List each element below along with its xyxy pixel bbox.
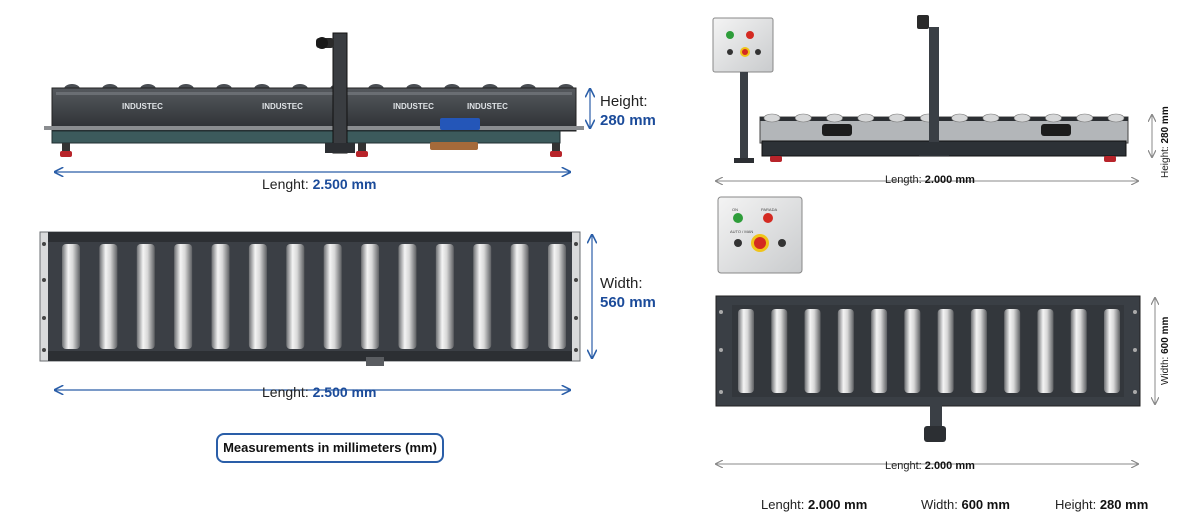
footer-width-title: Width:: [921, 497, 958, 512]
roller: [473, 244, 492, 349]
roller: [738, 309, 754, 393]
roller-top: [1013, 113, 1031, 123]
footer-width: Width: 600 mm: [921, 497, 1010, 512]
right-side-length-label: Length: 2.000 mm: [885, 174, 975, 186]
roller-top: [982, 113, 1000, 123]
base-rail: [51, 130, 561, 144]
roller: [248, 244, 267, 349]
roller-top: [1107, 113, 1125, 123]
roller-top: [1076, 113, 1094, 123]
left-side-length-label: Lenght: 2.500 mm: [262, 176, 376, 192]
right-height-label: Height: 280 mm: [1160, 106, 1171, 178]
left-width-title: Width:: [600, 275, 643, 292]
right-side-length-title: Length:: [885, 174, 922, 186]
footer-length-value: 2.000 mm: [808, 497, 868, 512]
roller: [771, 309, 788, 393]
roller: [435, 244, 454, 349]
roller-top: [1045, 113, 1062, 123]
footer-height-value: 280 mm: [1099, 497, 1149, 512]
left-width-label: Width: 560 mm: [600, 274, 656, 312]
roller-top: [794, 113, 812, 123]
left-side-length-value: 2.500 mm: [312, 176, 377, 192]
roller: [211, 244, 230, 349]
brand-label-1: INDUSTEC: [122, 102, 163, 111]
right-side-view: [759, 15, 1129, 162]
footer-length: Lenght: 2.000 mm: [761, 497, 867, 512]
roller: [62, 244, 80, 349]
right-side-length-value: 2.000 mm: [924, 174, 975, 186]
roller: [286, 244, 305, 349]
roller: [837, 309, 854, 393]
brand-label-2: INDUSTEC: [262, 102, 303, 111]
roller: [398, 244, 417, 349]
panel-label-stop: PARADA: [761, 207, 777, 212]
left-height-title: Height:: [600, 93, 648, 110]
roller-top: [951, 113, 968, 123]
right-width-title: Width:: [1160, 356, 1171, 385]
footer-length-title: Lenght:: [761, 497, 805, 512]
right-height-value: 280 mm: [1160, 106, 1171, 144]
footer-height-title: Height:: [1055, 497, 1097, 512]
panel-label-on: ON: [732, 207, 738, 212]
motor: [440, 118, 480, 130]
roller: [804, 309, 821, 393]
left-top-length-value: 2.500 mm: [312, 384, 377, 400]
roller: [1037, 309, 1054, 393]
roller: [871, 309, 888, 393]
roller: [361, 244, 380, 349]
roller-top: [826, 113, 843, 123]
start-button-icon: [733, 213, 743, 223]
right-width-label: Width: 600 mm: [1160, 317, 1171, 385]
side-frame: [51, 87, 577, 132]
control-panel-side: [712, 17, 774, 163]
red-button-icon: [746, 31, 754, 39]
left-side-length-title: Lenght:: [262, 176, 309, 192]
right-top-length-value: 2.000 mm: [924, 460, 975, 472]
right-top-length-label: Lenght: 2.000 mm: [885, 460, 975, 472]
roller: [548, 244, 566, 349]
roller-top: [857, 113, 875, 123]
left-height-label: Height: 280 mm: [600, 92, 656, 130]
green-button-icon: [726, 31, 734, 39]
left-height-value: 280 mm: [600, 112, 656, 129]
roller: [136, 244, 155, 349]
roller: [99, 244, 118, 349]
right-width-value: 600 mm: [1160, 316, 1171, 354]
panel-label-mode: AUTO / MAN: [730, 229, 753, 234]
brand-label-4: INDUSTEC: [467, 102, 508, 111]
left-width-value: 560 mm: [600, 294, 656, 311]
left-top-length-label: Lenght: 2.500 mm: [262, 384, 376, 400]
roller: [323, 244, 342, 349]
roller: [1104, 309, 1120, 393]
roller: [970, 309, 987, 393]
footer-height: Height: 280 mm: [1055, 497, 1148, 512]
right-top-length-title: Lenght:: [885, 460, 922, 472]
roller: [1070, 309, 1087, 393]
brand-label-3: INDUSTEC: [393, 102, 434, 111]
roller: [510, 244, 529, 349]
left-side-view: INDUSTEC INDUSTEC INDUSTEC INDUSTEC: [44, 32, 584, 157]
roller-top: [888, 113, 906, 123]
right-top-view: [715, 295, 1141, 442]
roller: [174, 244, 193, 349]
roller: [1004, 309, 1021, 393]
roller: [904, 309, 921, 393]
right-height-title: Height:: [1160, 146, 1171, 178]
left-top-length-title: Lenght:: [262, 384, 309, 400]
left-top-view: [39, 231, 581, 366]
sensor-post: [332, 32, 348, 154]
footer-width-value: 600 mm: [961, 497, 1010, 512]
roller-top: [763, 113, 781, 123]
measurements-note-badge: Measurements in millimeters (mm): [216, 433, 444, 463]
control-panel-front: ON PARADA AUTO / MAN: [717, 196, 803, 274]
stop-button-icon: [763, 213, 773, 223]
roller: [937, 309, 954, 393]
